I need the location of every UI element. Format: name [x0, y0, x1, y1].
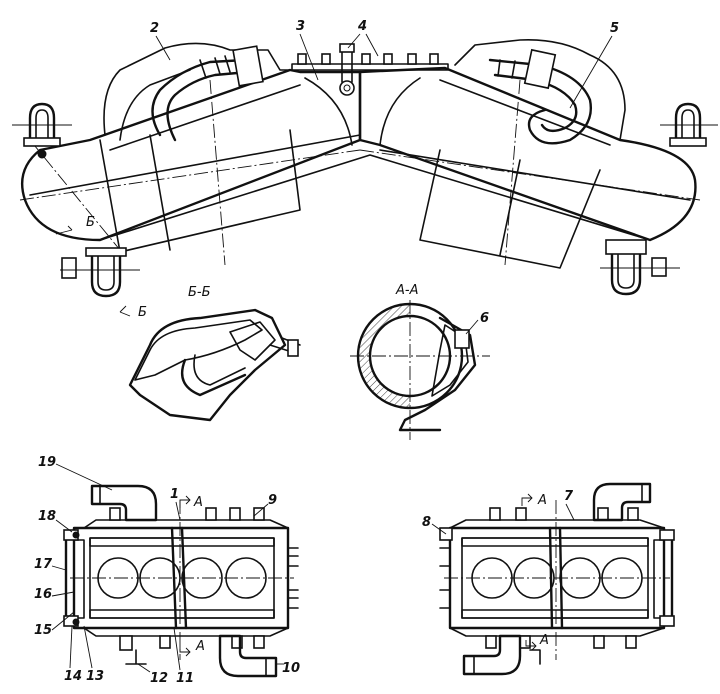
left-lower-clamp — [60, 247, 140, 298]
a-mark-right-top: А — [537, 493, 547, 508]
bottom-left-view: А А — [63, 484, 299, 678]
callout-4: 4 — [357, 19, 367, 34]
left-arm-body — [20, 68, 362, 242]
left-bottom-studs — [119, 635, 265, 651]
a-mark-right-bottom: А — [539, 633, 549, 648]
callout-3: 3 — [296, 19, 305, 34]
callout-6: 6 — [480, 311, 489, 326]
callout-17: 17 — [34, 557, 53, 572]
callout-19: 19 — [38, 455, 56, 470]
top-callouts: 2 3 4 5 Б Б — [86, 19, 619, 320]
left-top-studs — [109, 507, 265, 521]
callout-12: 12 — [150, 671, 168, 686]
left-elbow-bottom — [218, 634, 278, 678]
right-arm-body — [358, 66, 697, 242]
callout-1: 1 — [170, 487, 179, 502]
callout-2: 2 — [150, 21, 159, 36]
bottom-right-view: А А — [439, 482, 675, 676]
section-bb: Б-Б — [128, 285, 301, 422]
right-bottom-studs — [485, 635, 637, 649]
right-pipe-housing — [454, 38, 626, 141]
b-mark-bottom: Б — [138, 305, 147, 320]
right-elbow-top — [592, 482, 652, 522]
section-bb-title: Б-Б — [188, 285, 211, 300]
left-pipe — [151, 58, 247, 137]
callout-14: 14 — [64, 669, 82, 684]
callout-15: 15 — [34, 623, 52, 638]
right-upper-clamp — [660, 102, 718, 147]
right-elbow-bottom — [462, 634, 522, 676]
callout-10: 10 — [282, 661, 300, 676]
left-elbow-top — [90, 484, 158, 522]
right-top-studs — [489, 507, 639, 521]
a-mark-left-bottom: А — [195, 639, 205, 654]
callout-8: 8 — [422, 515, 431, 530]
callout-16: 16 — [34, 587, 52, 602]
section-aa-title: А-А — [395, 283, 418, 298]
left-upper-clamp — [12, 102, 72, 159]
section-bb-body — [128, 308, 287, 422]
b-mark-top: Б — [86, 215, 95, 230]
callout-9: 9 — [268, 493, 277, 508]
section-aa: А-А 6 — [350, 283, 490, 440]
bottom-right-callouts: 8 7 — [422, 489, 575, 535]
top-view-manifold — [12, 38, 718, 317]
bottom-left-callouts: 19 1 9 18 17 16 15 14 13 12 11 10 — [34, 455, 300, 686]
callout-5: 5 — [610, 21, 619, 36]
callout-18: 18 — [38, 509, 56, 524]
right-lower-clamp — [600, 239, 680, 296]
left-pipe-housing — [103, 42, 291, 136]
a-mark-left-top: А — [193, 495, 203, 510]
callout-7: 7 — [564, 489, 574, 504]
callout-11: 11 — [176, 671, 194, 686]
callout-13: 13 — [86, 669, 104, 684]
top-bolts — [297, 53, 439, 65]
right-pipe — [488, 58, 592, 145]
